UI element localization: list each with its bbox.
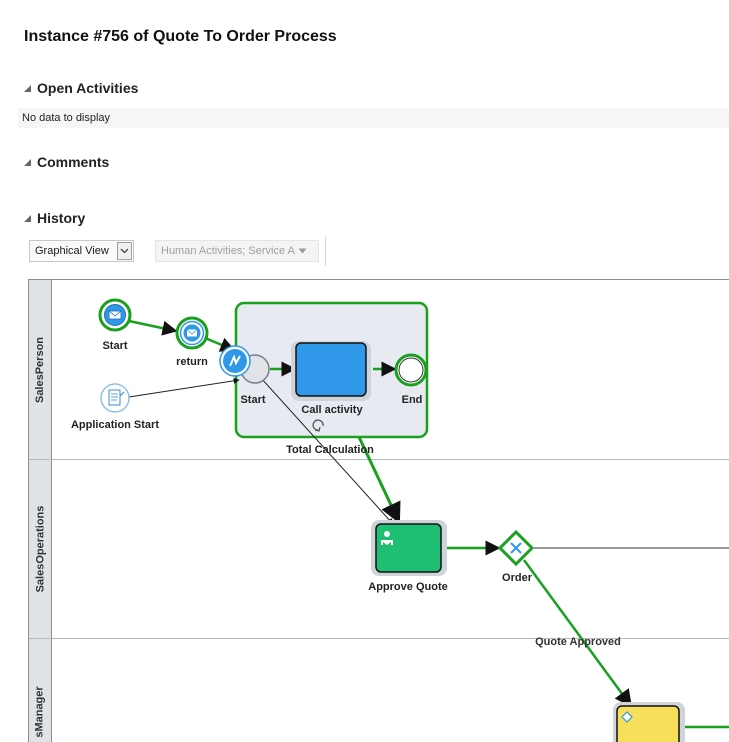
toolbar-separator [325, 236, 326, 266]
collapse-triangle-icon [24, 214, 31, 222]
call-activity-label: Call activity [301, 404, 363, 416]
end-event-label: End [401, 394, 423, 406]
open-activities-header[interactable]: Open Activities [24, 80, 138, 96]
lane-header-salesmanager: sManager [29, 639, 52, 742]
view-select-value: Graphical View [35, 245, 109, 257]
business-rule-task[interactable] [613, 702, 685, 742]
comments-header[interactable]: Comments [24, 154, 109, 170]
boundary-event-icon[interactable] [219, 345, 251, 377]
loop-marker-icon [312, 419, 324, 432]
document-start-icon[interactable] [100, 383, 130, 413]
view-select[interactable]: Graphical View [29, 240, 134, 262]
flow-start-to-return [128, 319, 178, 336]
flow-subprocess-to-approve [357, 436, 401, 524]
rule-diamond-icon [621, 711, 633, 723]
approve-quote-task[interactable] [371, 520, 447, 576]
open-activities-empty: No data to display [18, 108, 729, 128]
open-activities-label: Open Activities [37, 80, 139, 96]
lane-separator [29, 638, 729, 639]
end-event-icon[interactable] [394, 353, 428, 387]
start-event-icon[interactable] [98, 298, 132, 332]
flow-quote-approved [522, 559, 633, 708]
diagram-canvas [98, 298, 729, 742]
return-event-icon[interactable] [175, 316, 209, 350]
call-activity-task[interactable] [291, 341, 371, 401]
sub-start-label: Start [240, 394, 266, 406]
approve-quote-label: Approve Quote [368, 581, 448, 593]
page-title: Instance #756 of Quote To Order Process [24, 28, 337, 45]
history-label: History [37, 210, 86, 226]
chevron-down-icon[interactable] [295, 242, 310, 260]
lane-separator [29, 459, 729, 460]
comments-label: Comments [37, 154, 110, 170]
chevron-down-icon[interactable] [117, 242, 132, 260]
order-gateway-icon[interactable] [497, 529, 535, 567]
user-task-icon [384, 531, 390, 537]
collapse-triangle-icon [24, 158, 31, 166]
lane-header-salesperson: SalesPerson [29, 280, 52, 459]
process-diagram[interactable]: SalesPerson SalesOperations sManager [28, 279, 729, 742]
flow-boundary-to-approve [260, 377, 394, 525]
subprocess-label: Total Calculation [286, 444, 374, 456]
order-gateway-label: Order [502, 572, 532, 584]
return-event-label: return [176, 356, 208, 368]
history-header[interactable]: History [24, 210, 85, 226]
activity-filter-value: Human Activities; Service A [161, 245, 295, 257]
collapse-triangle-icon [24, 84, 31, 92]
start-event-label: Start [102, 340, 128, 352]
quote-approved-label: Quote Approved [535, 636, 621, 648]
activity-filter-select[interactable]: Human Activities; Service A [155, 240, 319, 262]
application-start-label: Application Start [70, 419, 160, 431]
lane-header-salesoperations: SalesOperations [29, 460, 52, 638]
flow-application-start [128, 377, 240, 398]
